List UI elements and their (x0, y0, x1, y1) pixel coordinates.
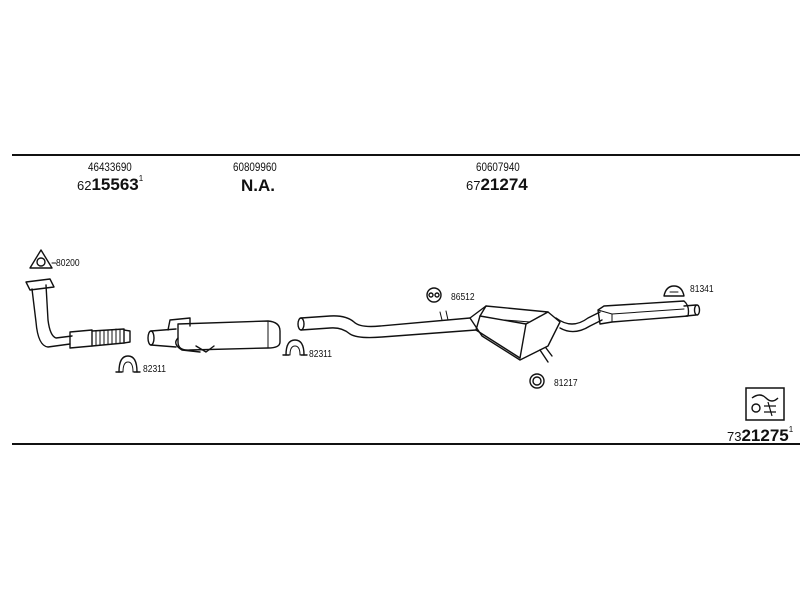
callout-82311-middle: 82311 (309, 349, 333, 360)
not-available-label: N.A. (241, 176, 275, 195)
tail-silencer-part (597, 300, 701, 325)
callout-80200: 80200 (56, 258, 80, 269)
exploded-diagram-icon (745, 387, 785, 421)
kit-part-number-prefix: 73 (727, 429, 742, 444)
middle-pipe-part (297, 310, 477, 339)
rubber-hanger-icon (663, 285, 685, 297)
part-number-3-main: 21274 (480, 175, 528, 194)
front-pipe-part (25, 278, 131, 349)
original-part-number-3: 60607940 (476, 160, 520, 174)
part-number-1: 62155631 (77, 174, 144, 194)
exhaust-clamp-icon (282, 339, 308, 356)
rubber-mount-icon (426, 287, 442, 303)
part-number-1-sup: 1 (138, 174, 144, 183)
original-part-number-2: 60809960 (233, 160, 277, 174)
callout-82311-left: 82311 (143, 364, 167, 375)
sealing-ring-icon (529, 373, 545, 389)
part-number-1-main: 15563 (91, 175, 139, 194)
callout-86512: 86512 (451, 292, 475, 303)
kit-part-number-main: 21275 (741, 426, 789, 445)
kit-part-number-sup: 1 (788, 425, 794, 434)
rear-silencer-part (469, 305, 603, 363)
callout-81217: 81217 (554, 378, 578, 389)
part-number-1-prefix: 62 (77, 178, 92, 193)
front-silencer-part (147, 317, 281, 353)
exhaust-clamp-icon (115, 355, 141, 373)
part-number-3: 6721274 (466, 176, 528, 194)
part-number-3-prefix: 67 (466, 178, 481, 193)
flange-gasket-icon (29, 249, 53, 269)
top-rule (12, 154, 800, 156)
kit-part-number: 73212751 (727, 425, 794, 445)
callout-81341: 81341 (690, 284, 714, 295)
bottom-rule (12, 443, 800, 445)
original-part-number-1: 46433690 (88, 160, 132, 174)
